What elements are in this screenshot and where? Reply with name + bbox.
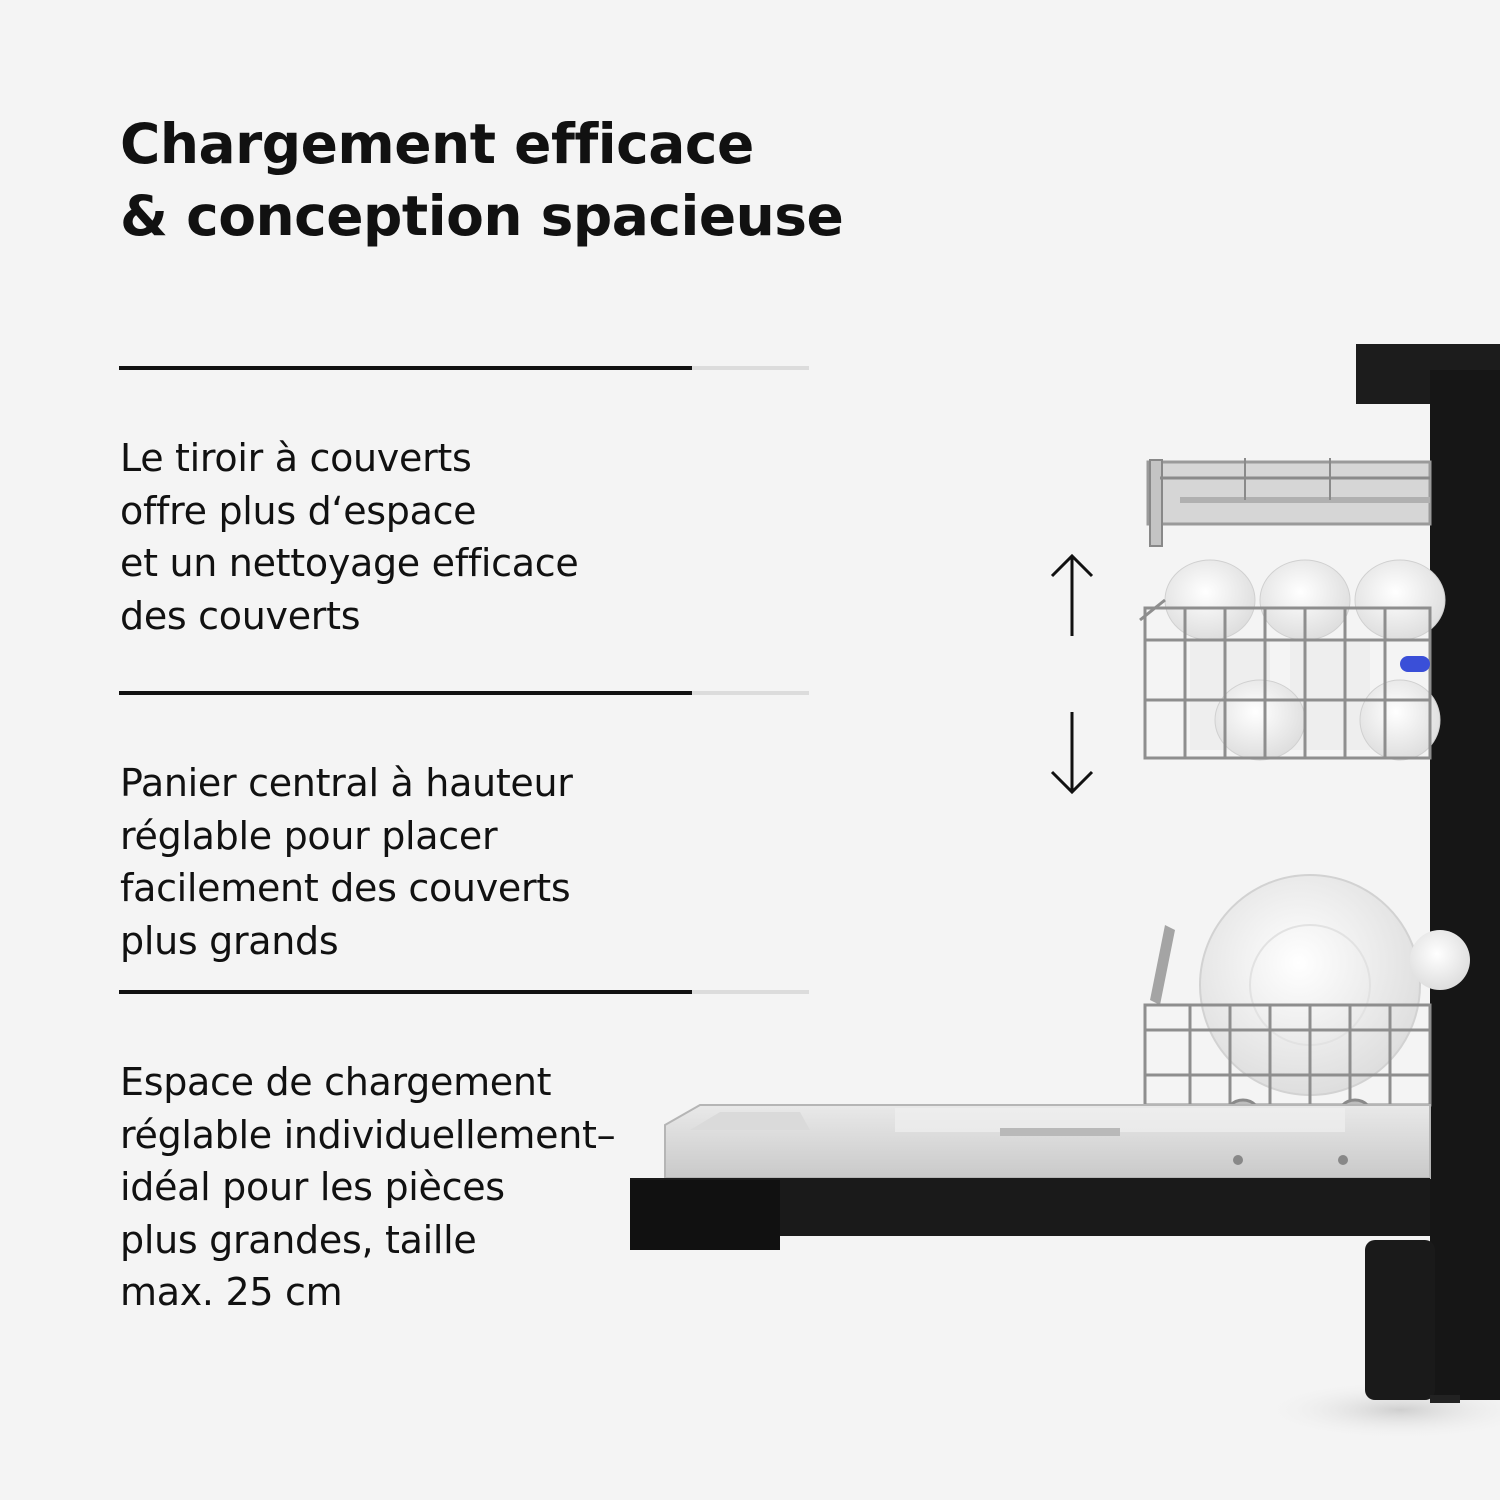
feature-text-line: Espace de chargement: [120, 1060, 552, 1104]
feature-text-line: réglable pour placer: [120, 813, 498, 858]
feature-text-line: des couverts: [120, 593, 361, 638]
feature-text-line: facilement des couverts: [120, 866, 571, 910]
dishwasher-body: [1356, 344, 1500, 1403]
divider-2: [119, 691, 809, 695]
title-line-2: & conception spacieuse: [120, 184, 844, 248]
upper-basket: [1139, 559, 1446, 761]
page-title: Chargement efficace & conception spacieu…: [120, 108, 880, 252]
feature-cutlery-drawer: Le tiroir à couverts offre plus d‘espace…: [120, 432, 740, 642]
divider-2-fill: [119, 691, 692, 695]
feature-text-line: Le tiroir à couverts: [120, 436, 472, 480]
divider-3-fill: [119, 990, 692, 994]
lower-basket: [1143, 874, 1470, 1138]
feature-text-line: plus grands: [120, 918, 339, 963]
feature-text-line: réglable individuellement–: [120, 1112, 616, 1157]
height-adjust-handle: [1400, 656, 1430, 672]
feature-text-line: Panier central à hauteur: [120, 761, 573, 805]
dishwasher-door: [630, 1104, 1431, 1250]
feature-text-line: offre plus d‘espace: [120, 488, 477, 533]
cutlery-drawer: [1146, 458, 1432, 547]
feature-text-line: plus grandes, taille: [120, 1217, 477, 1262]
down-arrow-icon: [1050, 712, 1094, 795]
feature-text-line: idéal pour les pièces: [120, 1165, 505, 1209]
divider-3: [119, 990, 809, 994]
divider-1: [119, 366, 809, 370]
feature-loading-space: Espace de chargement réglable individuel…: [120, 1056, 740, 1319]
feature-adjustable-basket: Panier central à hauteur réglable pour p…: [120, 757, 740, 967]
feature-text-line: max. 25 cm: [120, 1270, 343, 1314]
feature-text-line: et un nettoyage efficace: [120, 541, 579, 585]
title-line-1: Chargement efficace: [120, 112, 754, 176]
up-arrow-icon: [1050, 553, 1094, 636]
divider-1-fill: [119, 366, 692, 370]
